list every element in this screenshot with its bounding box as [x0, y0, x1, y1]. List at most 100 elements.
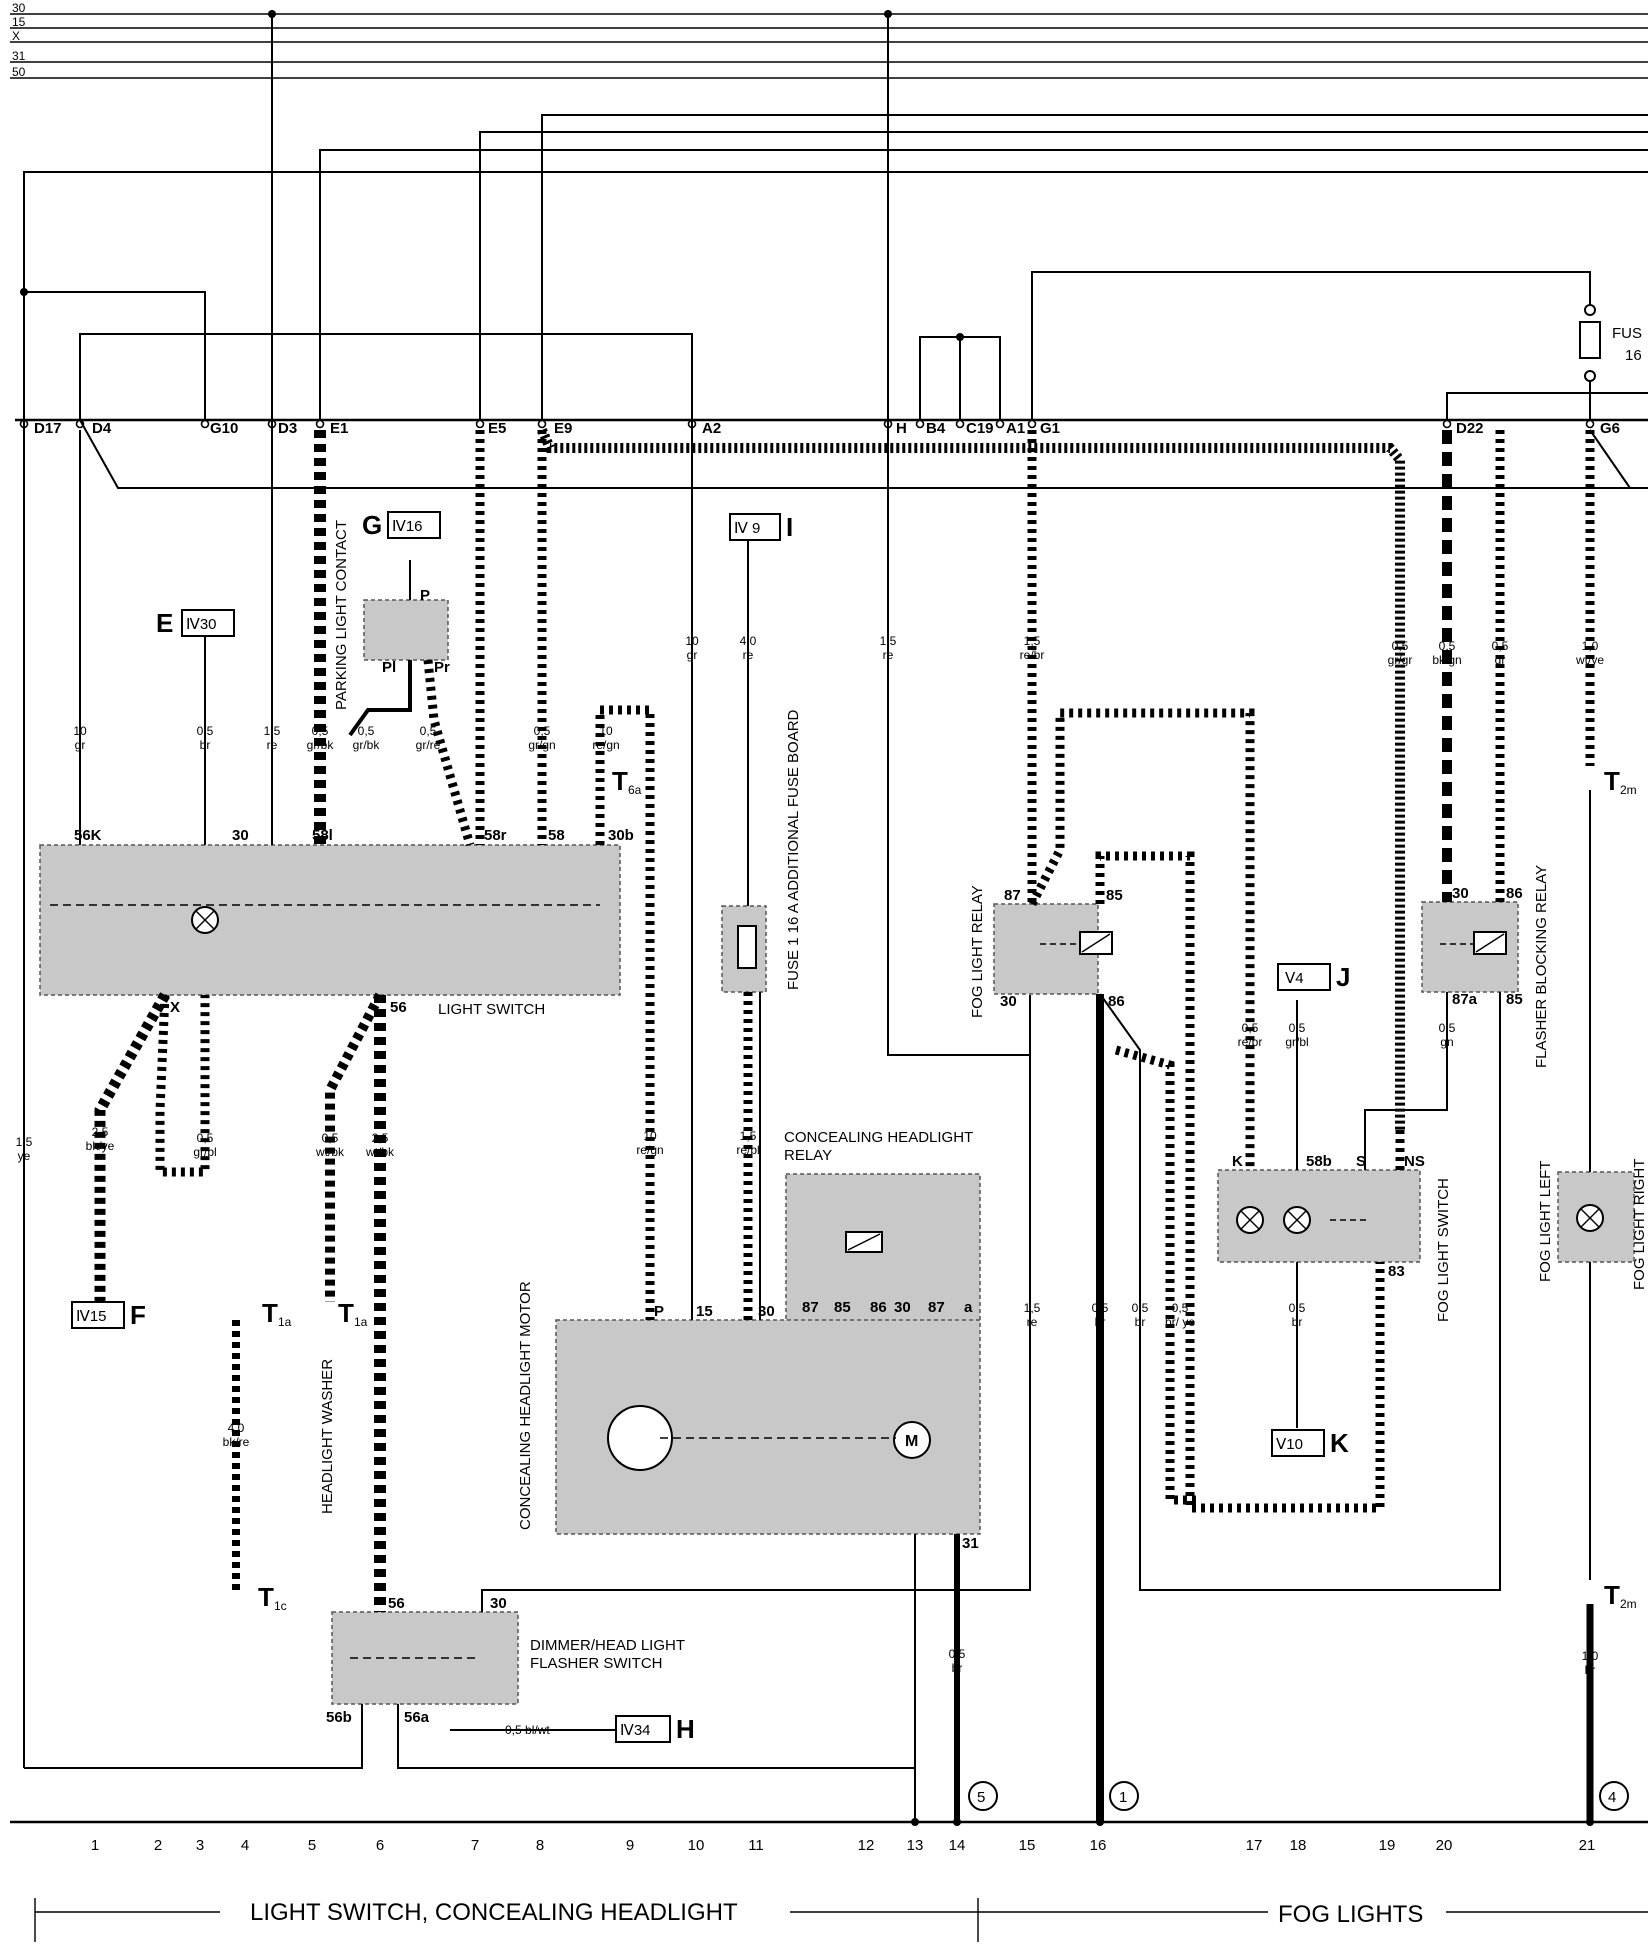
fog-switch-terminal: 83 [1388, 1263, 1405, 1280]
wire-size-label: 0,5 [322, 1131, 339, 1145]
bottom-number: 7 [471, 1837, 479, 1854]
connector-sub-label: 6a [628, 783, 642, 797]
connector-pin-2 [200, 419, 210, 429]
connector-pin-9 [915, 419, 925, 429]
bottom-number: 17 [1246, 1837, 1263, 1854]
wire-size-label: 1,0 [1582, 1649, 1599, 1663]
wire-size-label: 0,5 [420, 724, 437, 738]
bottom-number: 13 [907, 1837, 924, 1854]
wire-color-label: wt/bk [315, 1145, 345, 1159]
ref-i-box: Ⅳ 9 [734, 520, 760, 537]
wire-color-label: re/gn [636, 1143, 663, 1157]
wire-size-label: 10 [73, 724, 87, 738]
connector-pin-label: D17 [34, 420, 62, 437]
dimmer-terminal: 30 [490, 1595, 507, 1612]
wire-color-label: re/br [1238, 1035, 1263, 1049]
wire-color-label: br [1135, 1315, 1146, 1329]
wire-size-label: 1,5 [264, 724, 281, 738]
wire-color-label: re [883, 648, 894, 662]
bus-lines: 30 15 X 31 50 [10, 1, 1648, 79]
fog-switch-terminal: K [1232, 1153, 1243, 1170]
connector-pin-label: G10 [210, 420, 238, 437]
motor-terminal: 85 [834, 1299, 851, 1316]
motor-terminal: 30 [758, 1303, 775, 1320]
lamps: M [191, 906, 1604, 1471]
wire-color-label: gr [75, 738, 86, 752]
connector-pin-4 [315, 419, 325, 429]
wire-color-label: gr/gr [1388, 653, 1413, 667]
bottom-number: 10 [688, 1837, 705, 1854]
connector-sub-label: 2m [1620, 1597, 1637, 1611]
fog-relay-terminal: 30 [1000, 993, 1017, 1010]
wire-color-label: gr/gn [528, 738, 555, 752]
wire-color-label: re/br [1020, 648, 1045, 662]
component-label-group: LIGHT SWITCH PARKING LIGHT CONTACT HEADL… [319, 520, 1648, 1737]
wire-size-label: 1,5 [740, 1129, 757, 1143]
connector-pin-label: G6 [1600, 420, 1620, 437]
parking-contact-box [363, 599, 449, 661]
bottom-number: 5 [308, 1837, 316, 1854]
light-switch-lamp-icon [191, 906, 219, 934]
fuse-top-label: FUS [1612, 325, 1642, 342]
connector-pin-14 [1585, 419, 1595, 429]
dimmer-switch-box [331, 1611, 519, 1705]
ref-k-letter: K [1330, 1428, 1349, 1458]
connector-pin-label: D4 [92, 420, 112, 437]
connector-pin-label: E1 [330, 420, 348, 437]
wire-size-label: 0,5 [1289, 1301, 1306, 1315]
wire-size-label: 0,5 [1132, 1301, 1149, 1315]
connector-label: T [612, 766, 628, 796]
flasher-blocking-relay-label: FLASHER BLOCKING RELAY [1533, 865, 1550, 1068]
light-switch-terminal: 56K [74, 827, 102, 844]
connector-sub-label: 2m [1620, 783, 1637, 797]
concealing-motor-label: CONCEALING HEADLIGHT MOTOR [517, 1281, 534, 1530]
wire-color-label: bk/re [223, 1435, 250, 1449]
wire-color-label: re [267, 738, 278, 752]
harness-bundle [79, 419, 1648, 1130]
fog-light-right-label: FOG LIGHT RIGHT [1631, 1159, 1648, 1290]
wire-size-label: 1,5 [1024, 634, 1041, 648]
ground-circles: 5 1 4 [968, 1781, 1629, 1811]
bottom-number: 21 [1579, 1837, 1596, 1854]
light-switch-terminal: 56 [390, 999, 407, 1016]
ground-circle-5: 5 [977, 1789, 985, 1806]
wire-size-label: 0,5 [1172, 1301, 1189, 1315]
ref-g: G Ⅳ16 [362, 510, 441, 540]
bus-label-x: X [12, 29, 20, 43]
ref-e: E Ⅳ30 [156, 608, 235, 638]
wire-color-label: wt/ye [1575, 653, 1604, 667]
ground-circle-4: 4 [1608, 1789, 1616, 1806]
parking-terminal: Pr [434, 659, 450, 676]
wire-size-label: 2,5 [372, 1131, 389, 1145]
fog-switch-lamp-58b-icon [1283, 1206, 1311, 1234]
wire-size-label: 0,5 [1492, 639, 1509, 653]
connector-pin-label: A1 [1006, 420, 1025, 437]
ref-f-box: Ⅳ15 [76, 1308, 107, 1325]
dimmer-terminal: 56b [326, 1709, 352, 1726]
fbr-terminal: 86 [1506, 885, 1523, 902]
connector-pin-label: D22 [1456, 420, 1484, 437]
wire-color-label: re [743, 648, 754, 662]
wire-size-label: 1,5 [16, 1135, 33, 1149]
wire-size-label: 0,5 [358, 724, 375, 738]
wire-color-label: br [1585, 1663, 1596, 1677]
ref-e-letter: E [156, 608, 173, 638]
bus-label-15: 15 [12, 15, 26, 29]
light-switch-terminal: 30 [232, 827, 249, 844]
connector-label: T [338, 1298, 354, 1328]
ground-circle-1: 1 [1119, 1789, 1127, 1806]
concealing-relay-coil-icon [845, 1231, 883, 1253]
fbr-terminal: 87a [1452, 991, 1478, 1008]
connector-pin-label: E9 [554, 420, 572, 437]
wire-size-label: 0,5 [1289, 1021, 1306, 1035]
wire-size-label: 0,5 [312, 724, 329, 738]
fog-relay-terminal: 87 [1004, 887, 1021, 904]
ref-g-box: Ⅳ16 [392, 518, 423, 535]
wire-color-label: re [1027, 1315, 1038, 1329]
components [39, 599, 1635, 1705]
wire-size-label: 2,5 [92, 1125, 109, 1139]
fog-switch-terminal: 58b [1306, 1153, 1332, 1170]
fog-light-left-label: FOG LIGHT LEFT [1537, 1161, 1554, 1282]
motor-cam-icon [607, 1405, 673, 1471]
ref-j: Ⅴ4 J [1277, 962, 1350, 992]
